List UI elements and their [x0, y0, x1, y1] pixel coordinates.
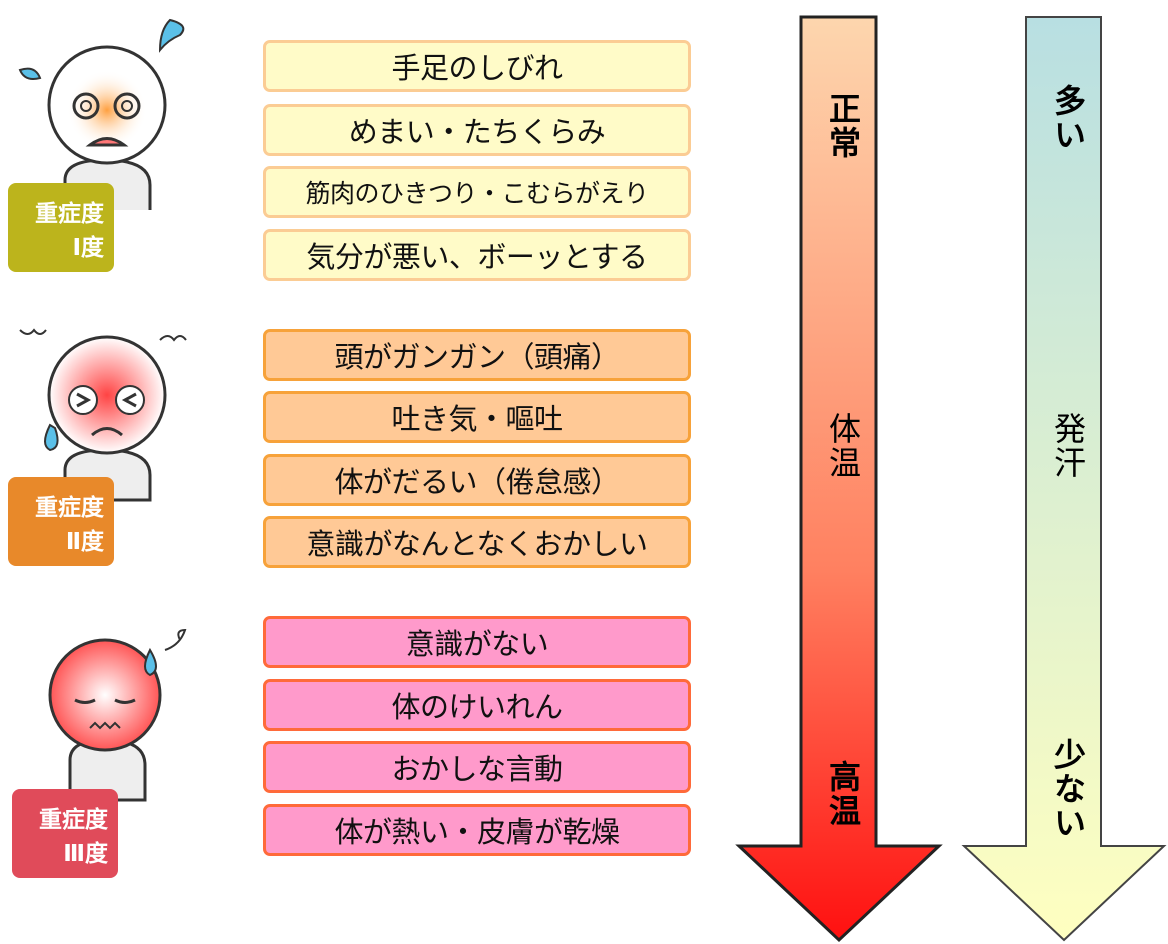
temp-bottom-label: 高温	[824, 760, 862, 828]
sweat-bottom-label: 少ない	[1049, 738, 1087, 840]
symptom-box: 体のけいれん	[263, 679, 691, 731]
sweat-middle-label: 発汗	[1049, 412, 1087, 480]
temperature-arrow	[735, 15, 943, 943]
symptom-box: 気分が悪い、ボーッとする	[263, 229, 691, 281]
temp-top-label: 正常	[824, 92, 862, 160]
badge-label: 重症度	[39, 807, 108, 833]
face-level3-unconscious	[48, 628, 187, 802]
symptom-box: 頭がガンガン（頭痛）	[263, 329, 691, 381]
badge-level: Ⅲ度	[63, 841, 108, 867]
sweat-top-label: 多い	[1049, 84, 1087, 152]
symptom-box: 手足のしびれ	[263, 40, 691, 92]
severity-badge-3: 重症度 Ⅲ度	[12, 789, 118, 878]
symptom-box: めまい・たちくらみ	[263, 104, 691, 156]
symptom-box: 吐き気・嘔吐	[263, 391, 691, 443]
severity-badge-2: 重症度 Ⅱ度	[8, 477, 114, 566]
badge-level: Ⅰ度	[72, 235, 104, 261]
symptom-box: 意識がない	[263, 616, 691, 668]
symptom-box: おかしな言動	[263, 741, 691, 793]
symptom-box: 体がだるい（倦怠感）	[263, 454, 691, 506]
severity-badge-1: 重症度 Ⅰ度	[8, 183, 114, 272]
badge-label: 重症度	[35, 495, 104, 521]
temp-middle-label: 体温	[824, 412, 862, 480]
symptom-box: 意識がなんとなくおかしい	[263, 516, 691, 568]
symptom-box: 体が熱い・皮膚が乾燥	[263, 804, 691, 856]
symptom-box: 筋肉のひきつり・こむらがえり	[263, 166, 691, 218]
badge-level: Ⅱ度	[65, 529, 104, 555]
sweat-arrow	[961, 16, 1167, 942]
badge-label: 重症度	[35, 201, 104, 227]
